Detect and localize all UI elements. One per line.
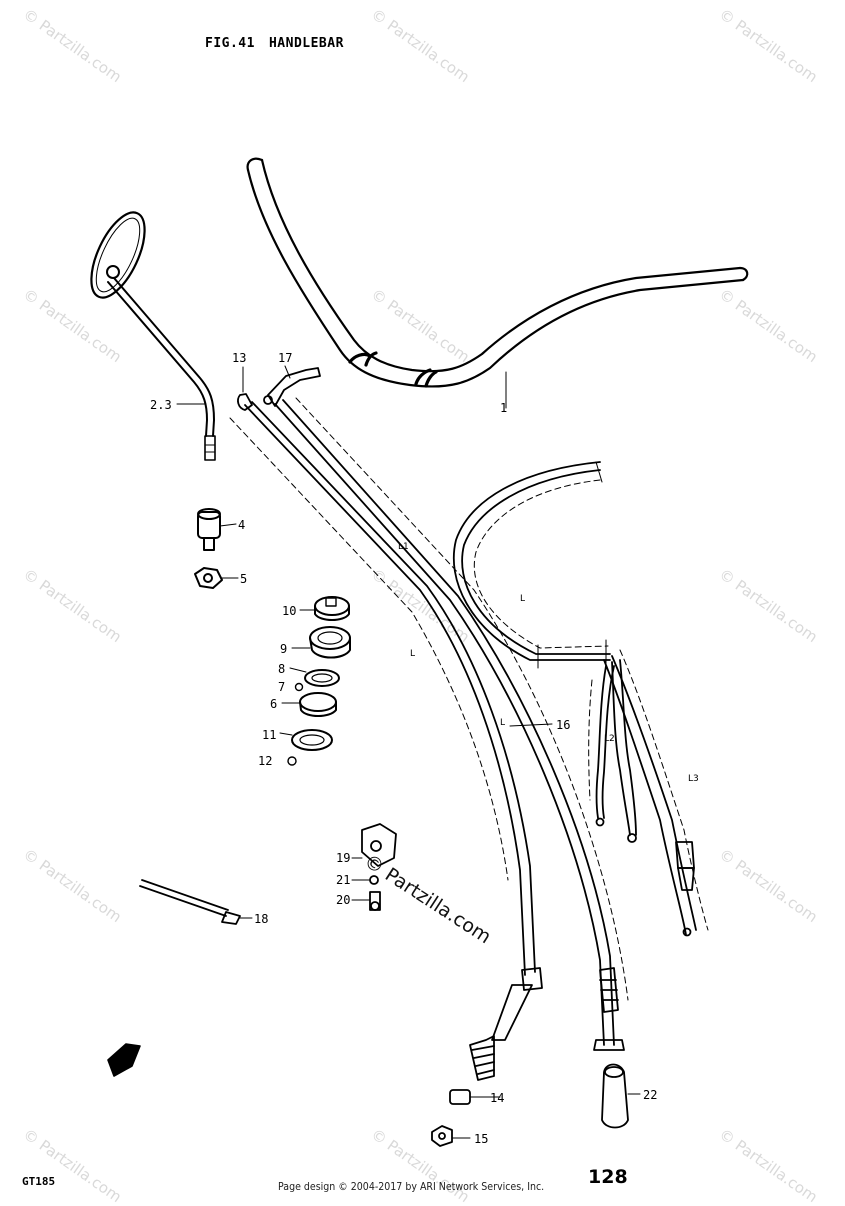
callout-10: 10 — [282, 604, 296, 618]
footer-copyright: Page design © 2004-2017 by ARI Network S… — [278, 1180, 545, 1193]
throttle-housing-stack — [279, 596, 351, 766]
callout-11: 11 — [262, 728, 276, 742]
callout-17: 17 — [278, 351, 292, 365]
cable-label-l-c: L — [520, 594, 525, 604]
cable-label-l1-left: L1 — [398, 542, 409, 552]
callout-18: 18 — [254, 912, 268, 926]
callout-1: 1 — [500, 401, 507, 415]
callout-4: 4 — [238, 518, 245, 532]
throttle-cable-long — [229, 401, 543, 1081]
callout-8: 8 — [278, 662, 285, 676]
callout-6: 6 — [270, 697, 277, 711]
cable-ends-13-17 — [237, 365, 321, 411]
cable-label-l-b: L — [500, 718, 505, 728]
callout-7: 7 — [278, 680, 285, 694]
callout-labels: 1 2.3 4 5 6 7 8 9 10 11 12 13 14 15 16 1… — [150, 351, 699, 1146]
figure-number: FIG.41 — [205, 36, 255, 51]
callout-15: 15 — [474, 1132, 488, 1146]
cable-part-18 — [139, 879, 253, 925]
callout-12: 12 — [258, 754, 272, 768]
callout-2-3: 2.3 — [150, 398, 172, 412]
page-title: FIG.41 HANDLEBAR — [205, 36, 358, 51]
callout-13: 13 — [232, 351, 246, 365]
cover-part-22 — [601, 1063, 641, 1129]
callout-5: 5 — [240, 572, 247, 586]
callout-19: 19 — [336, 851, 350, 865]
page-number: 128 — [588, 1166, 628, 1188]
adjuster-part-4 — [197, 508, 237, 551]
direction-arrow — [107, 1043, 141, 1077]
callout-21: 21 — [336, 873, 350, 887]
split-cables — [452, 461, 709, 937]
leader-lines — [485, 723, 553, 1098]
model-code: GT185 — [22, 1175, 56, 1188]
callout-22: 22 — [643, 1088, 657, 1102]
nut-part-15 — [431, 1125, 471, 1147]
callout-14: 14 — [490, 1091, 504, 1105]
handlebar-part-1 — [246, 157, 749, 409]
switch-parts-19-21 — [351, 823, 397, 911]
adjuster-part-14 — [449, 1089, 487, 1105]
callout-16: 16 — [556, 718, 570, 732]
mirror-part-2-3 — [90, 211, 216, 461]
cable-label-l2: L2 — [604, 734, 615, 744]
cable-label-l-a: L — [410, 649, 415, 659]
figure-name: HANDLEBAR — [268, 36, 344, 51]
callout-9: 9 — [280, 642, 287, 656]
cable-label-l3: L3 — [688, 774, 699, 784]
callout-20: 20 — [336, 893, 350, 907]
nut-part-5 — [194, 567, 239, 589]
throttle-cable-16 — [274, 397, 629, 1051]
